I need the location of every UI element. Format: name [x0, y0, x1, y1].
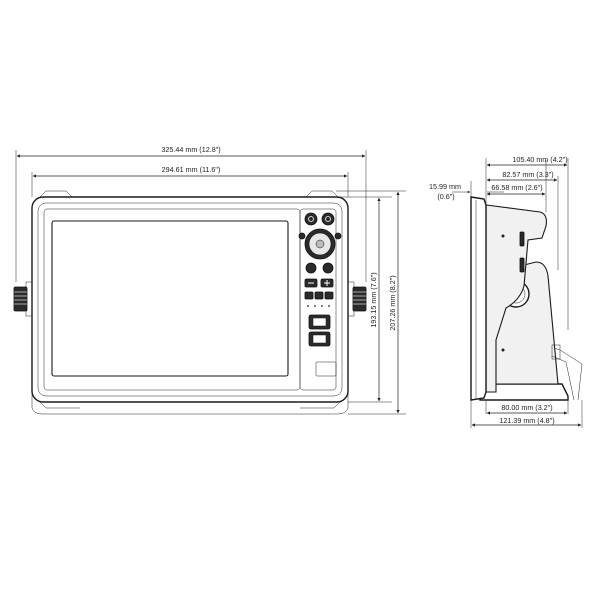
- menu-icon: [305, 262, 317, 274]
- label-overall-width: 325.44 mm (12.8"): [161, 145, 220, 154]
- label-overall-depth: 105.40 mm (4.2"): [512, 155, 567, 164]
- label-mount-outer: 121.39 mm (4.8"): [499, 416, 554, 425]
- label-body-width: 294.61 mm (11.6"): [162, 165, 221, 174]
- side-view: 105.40 mm (4.2") 82.57 mm (3.3") 66.58 m…: [429, 155, 583, 428]
- waypoint-icon: [321, 212, 335, 226]
- label-depth-b: 66.58 mm (2.6"): [491, 183, 542, 192]
- side-face: [470, 196, 487, 401]
- label-depth-a: 82.57 mm (3.3"): [502, 170, 553, 179]
- power-icon: [304, 212, 318, 226]
- side-rear-housing: [485, 204, 547, 393]
- left-mount-knob: [13, 281, 33, 317]
- control-panel: [299, 208, 337, 391]
- right-mount-knob: [347, 281, 367, 317]
- home-icon: [322, 262, 334, 274]
- front-screen: [51, 220, 289, 377]
- label-overall-height: 207.26 mm (8.2"): [388, 275, 397, 330]
- label-face-depth-mm: 15.99 mm: [429, 182, 461, 191]
- label-face-depth-in: (0.6"): [437, 192, 454, 201]
- front-bracket: [31, 392, 349, 415]
- label-body-height: 193.15 mm (7.6"): [369, 272, 378, 327]
- label-mount-inner: 80.00 mm (3.2"): [501, 403, 552, 412]
- card-slot: [315, 361, 337, 377]
- front-view: 325.44 mm (12.8") 294.61 mm (11.6") 193.…: [13, 145, 406, 415]
- side-cable: [553, 347, 583, 401]
